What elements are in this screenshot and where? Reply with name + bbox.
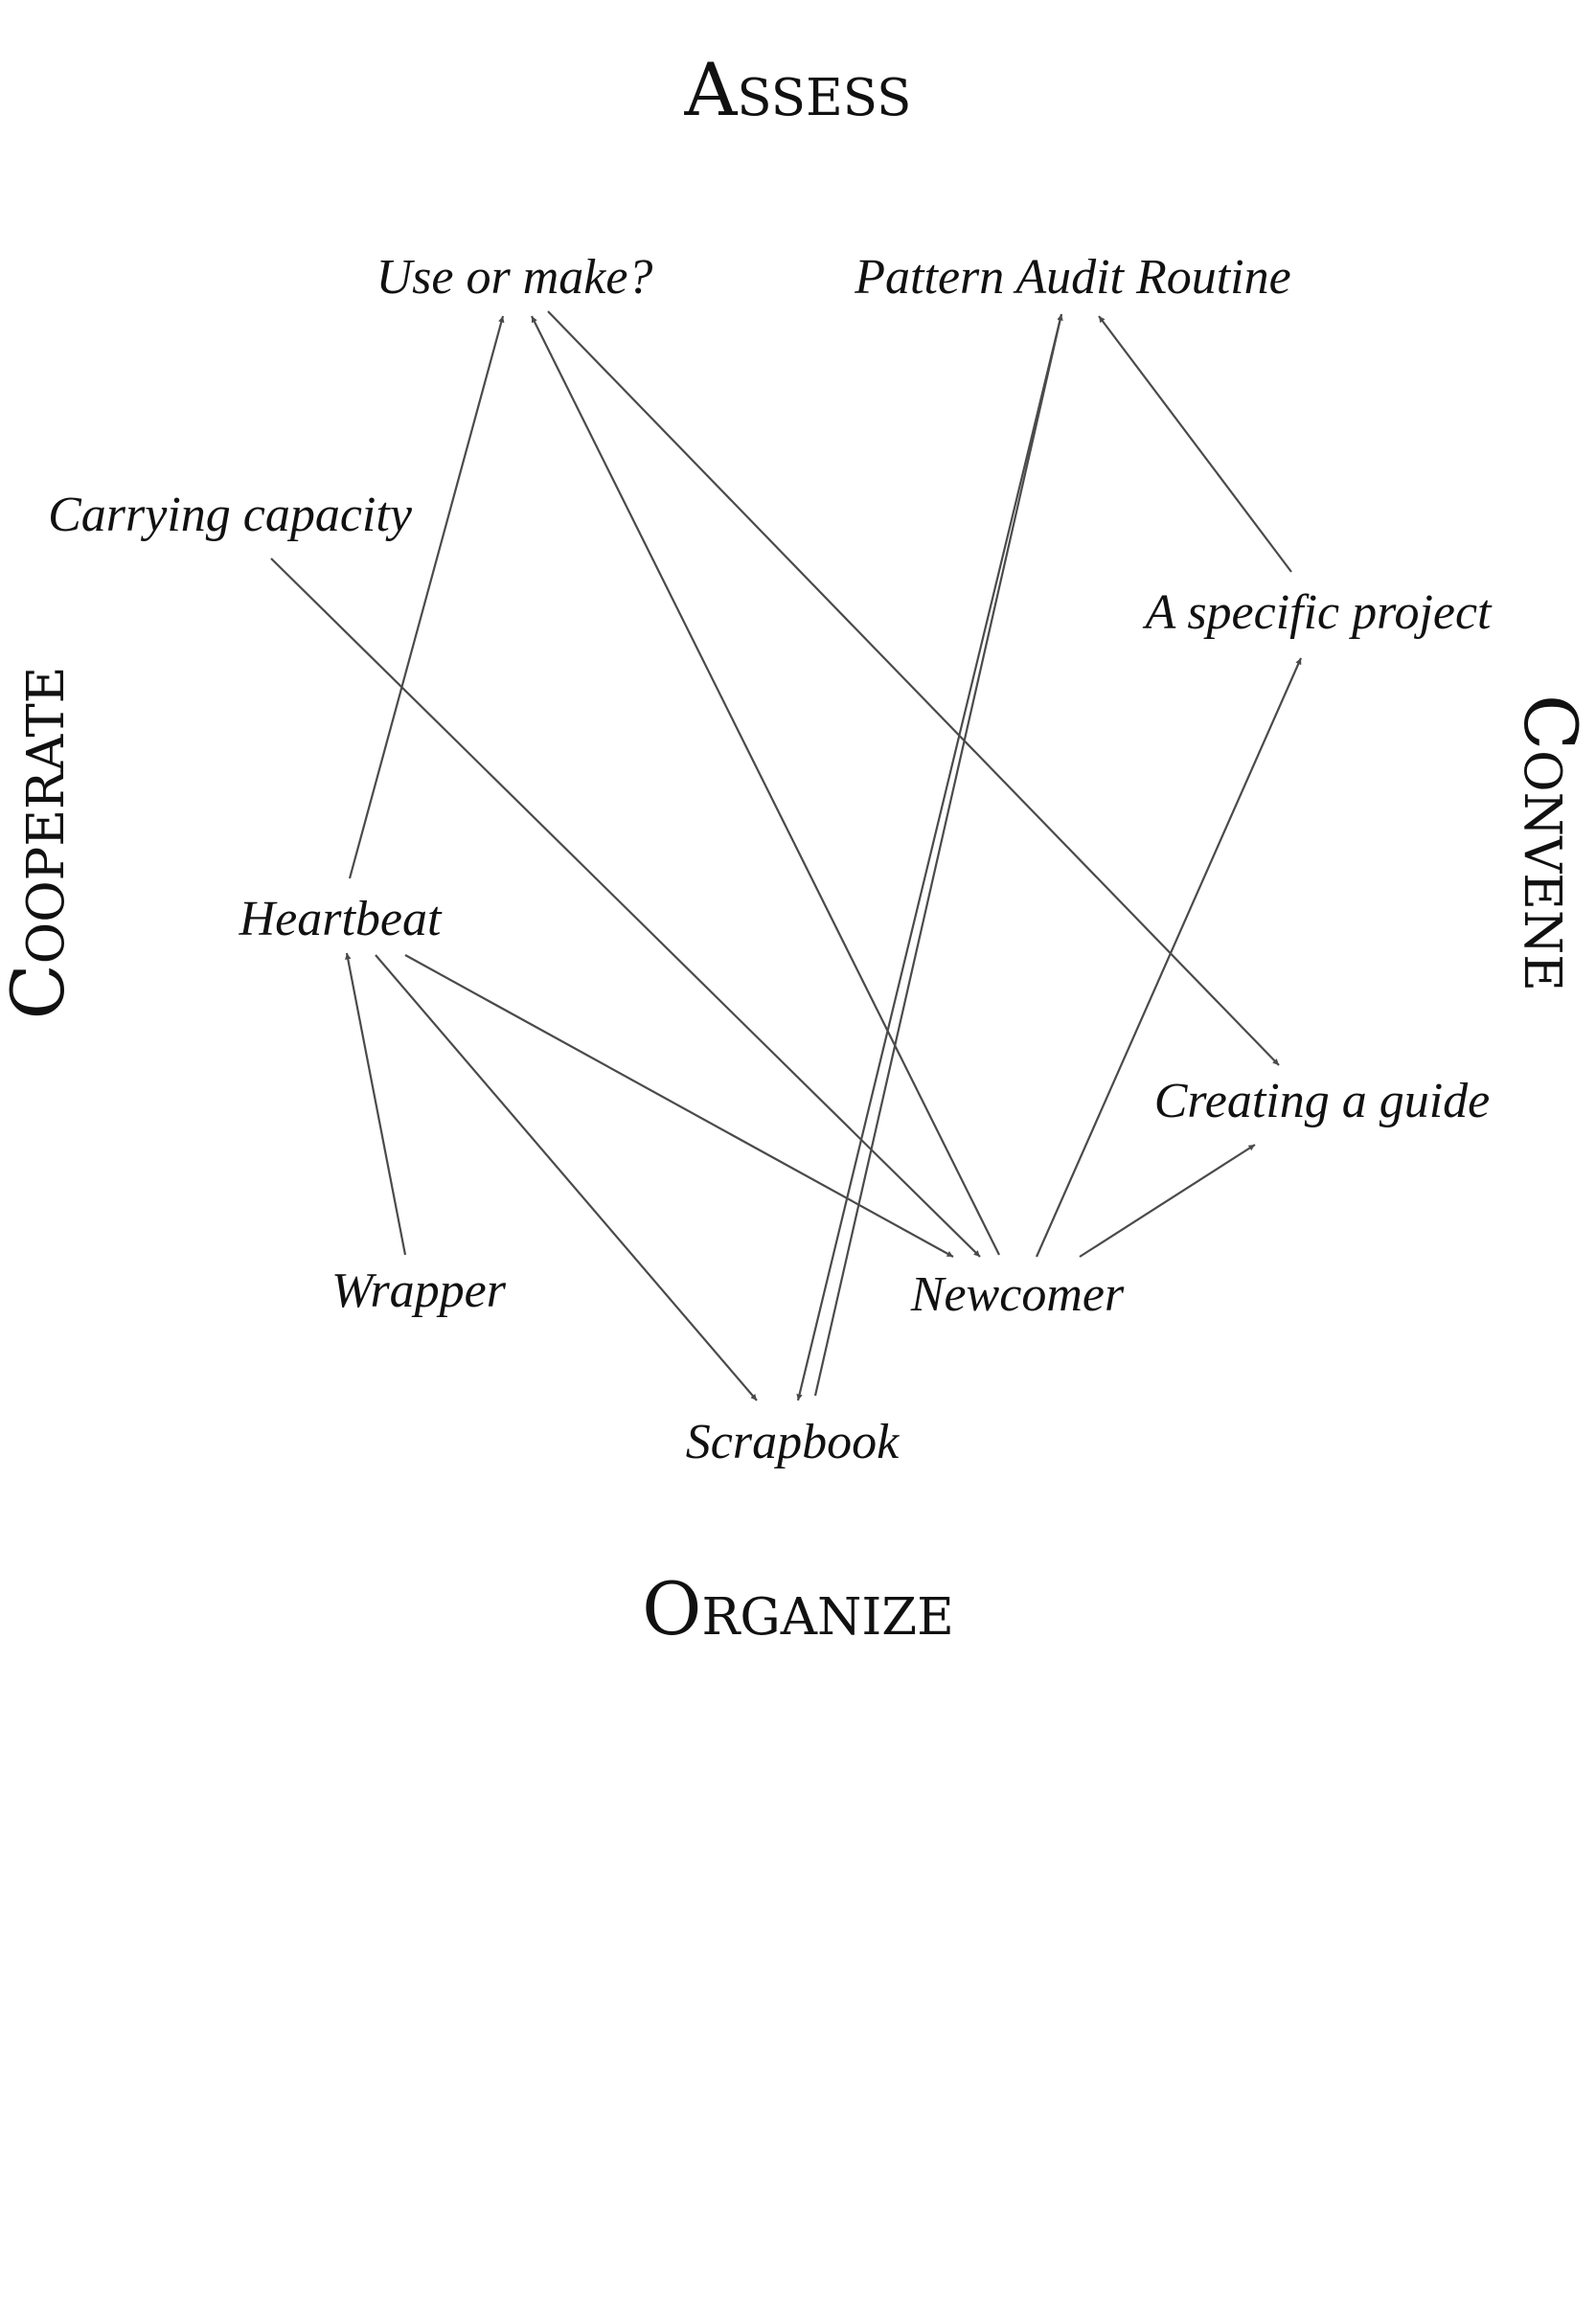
edge-newcomer-to-creating-guide: [1079, 1144, 1256, 1258]
edge-newcomer-to-use-or-make: [531, 315, 1000, 1256]
node-wrapper: Wrapper: [331, 1263, 506, 1318]
edge-scrapbook-to-pattern-audit: [813, 313, 1063, 1397]
node-a-specific-project: A specific project: [1145, 585, 1492, 640]
edge-wrapper-to-heartbeat: [345, 952, 407, 1256]
node-scrapbook: Scrapbook: [685, 1415, 900, 1469]
node-heartbeat: Heartbeat: [239, 892, 442, 946]
quadrant-label-assess: Assess: [684, 47, 912, 132]
edge-specific-project-to-pattern-audit: [1098, 315, 1292, 573]
node-carrying-capacity: Carrying capacity: [48, 488, 412, 542]
edge-newcomer-to-specific-project: [1035, 657, 1303, 1258]
node-newcomer: Newcomer: [910, 1267, 1125, 1322]
quadrant-label-convene: Convene: [1508, 694, 1593, 992]
quadrant-label-cooperate: Cooperate: [0, 666, 80, 1020]
node-pattern-audit-routine: Pattern Audit Routine: [855, 250, 1291, 305]
edge-heartbeat-to-newcomer: [404, 954, 954, 1258]
edge-heartbeat-to-use-or-make: [348, 315, 505, 879]
edge-pattern-audit-to-scrapbook: [796, 313, 1063, 1401]
edge-use-or-make-to-creating-guide: [547, 310, 1280, 1066]
node-use-or-make: Use or make?: [376, 250, 653, 305]
edge-heartbeat-to-scrapbook: [375, 954, 758, 1401]
quadrant-label-organize: Organize: [642, 1566, 954, 1651]
node-creating-a-guide: Creating a guide: [1153, 1074, 1491, 1128]
